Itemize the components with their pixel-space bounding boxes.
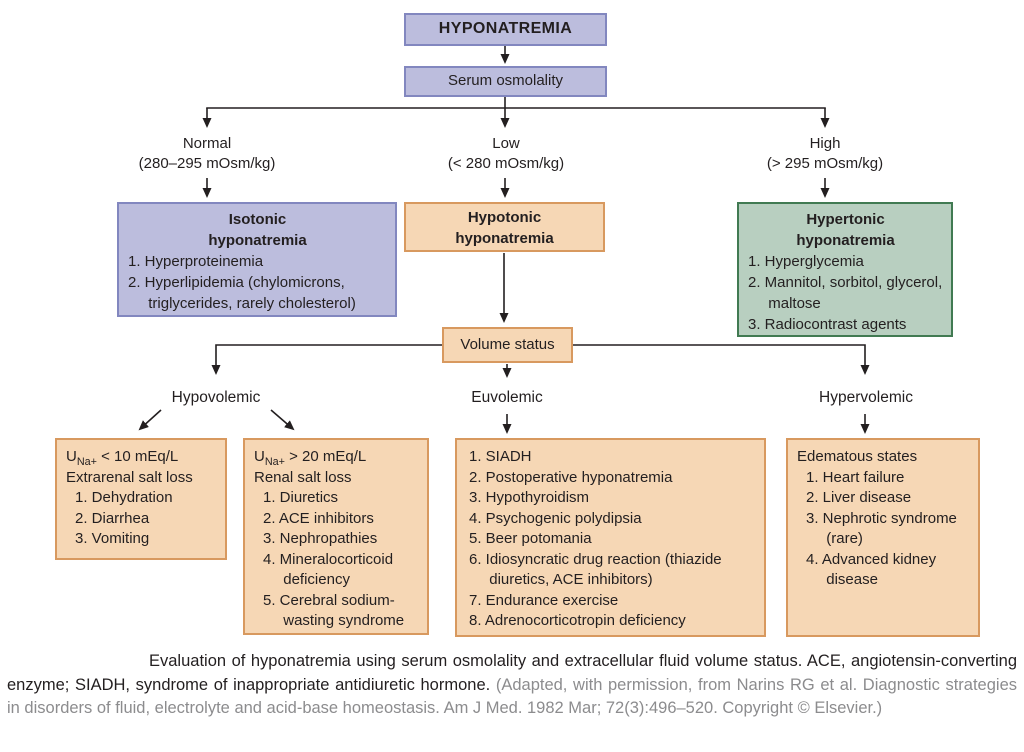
list-item: 5. Cerebral sodium-wasting syndrome	[263, 591, 405, 630]
list-item: 3. Hypothyroidism	[469, 489, 590, 506]
isotonic-title-line2: hyponatremia	[208, 232, 307, 249]
list-item: 2. Liver disease	[806, 489, 912, 506]
edematous-title: Edematous states	[797, 448, 918, 465]
extrarenal-subtitle: Extrarenal salt loss	[66, 468, 193, 486]
serum-osmolality-label: Serum osmolality	[447, 72, 564, 90]
figure-caption: Evaluation of hyponatremia using serum o…	[7, 650, 1017, 721]
list-item: 3. Nephropathies	[263, 530, 378, 547]
list-item: 2. Hyperlipidemia (chylomicrons, triglyc…	[128, 274, 356, 312]
branch-normal-range: (280–295 mOsm/kg)	[138, 155, 276, 172]
branch-low-title: Low	[492, 135, 520, 152]
list-item: 1. Heart failure	[806, 468, 905, 486]
branch-label-high: High (> 295 mOsm/kg)	[767, 134, 883, 174]
list-item: 6. Idiosyncratic drug reaction (thiazide…	[469, 550, 722, 589]
volume-branch-hypervolemic: Hypervolemic	[819, 389, 913, 406]
list-item: 3. Vomiting	[75, 530, 150, 547]
una-threshold: UNa+ < 10 mEq/L	[66, 447, 220, 468]
una-value: > 20 mEq/L	[284, 448, 367, 465]
list-item: 2. Mannitol, sorbitol, glycerol, maltose	[748, 274, 943, 312]
branch-high-range: (> 295 mOsm/kg)	[766, 155, 884, 172]
una-threshold: UNa+ > 20 mEq/L	[254, 447, 422, 468]
root-box-label: HYPONATREMIA	[438, 20, 573, 38]
list-item: 4. Psychogenic polydipsia	[469, 509, 642, 527]
list-item: 4. Mineralocorticoid deficiency	[263, 550, 394, 589]
isotonic-title-line1: Isotonic	[228, 211, 287, 228]
volume-branch-hypovolemic: Hypovolemic	[171, 389, 261, 406]
list-item: 2. Postoperative hyponatremia	[469, 468, 673, 486]
extrarenal-items: 1. Dehydration 2. Diarrhea 3. Vomiting	[75, 488, 220, 550]
list-item: 2. ACE inhibitors	[263, 509, 374, 527]
renal-salt-loss-box: UNa+ > 20 mEq/L Renal salt loss 1. Diure…	[243, 438, 429, 635]
hypotonic-title-line1: Hypotonic	[467, 209, 542, 226]
extrarenal-salt-loss-box: UNa+ < 10 mEq/L Extrarenal salt loss 1. …	[55, 438, 227, 560]
una-symbol: U	[66, 448, 77, 465]
edematous-items: 1. Heart failure 2. Liver disease 3. Nep…	[806, 468, 973, 591]
list-item: 1. SIADH	[469, 448, 532, 465]
renal-subtitle: Renal salt loss	[254, 468, 352, 486]
branch-normal-title: Normal	[182, 135, 232, 152]
root-box-hyponatremia: HYPONATREMIA	[404, 13, 607, 46]
list-item: 7. Endurance exercise	[469, 591, 619, 609]
list-item: 4. Advanced kidney disease	[806, 550, 937, 589]
list-item: 1. Hyperglycemia	[748, 253, 864, 270]
list-item: 1. Diuretics	[263, 489, 339, 506]
list-item: 5. Beer potomania	[469, 530, 592, 547]
renal-items: 1. Diuretics 2. ACE inhibitors 3. Nephro…	[263, 488, 422, 632]
una-symbol: U	[254, 448, 265, 465]
list-item: 3. Radiocontrast agents	[748, 316, 907, 333]
list-item: 1. Hyperproteinemia	[128, 253, 264, 270]
list-item: 2. Diarrhea	[75, 509, 150, 527]
una-subscript: Na+	[76, 456, 97, 468]
isotonic-hyponatremia-box: Isotonic hyponatremia 1. Hyperproteinemi…	[117, 202, 397, 317]
list-item: 1. Dehydration	[75, 489, 173, 506]
branch-high-title: High	[809, 135, 841, 152]
hypertonic-hyponatremia-box: Hypertonic hyponatremia 1. Hyperglycemia…	[737, 202, 953, 337]
hypotonic-hyponatremia-box: Hypotonic hyponatremia	[404, 202, 605, 252]
caption-credit-text: (Adapted, with permission, from Narins R…	[7, 675, 1018, 718]
una-value: < 10 mEq/L	[96, 448, 179, 465]
hypertonic-title-line1: Hypertonic	[806, 211, 885, 228]
serum-osmolality-box: Serum osmolality	[404, 66, 607, 97]
branch-low-range: (< 280 mOsm/kg)	[447, 155, 565, 172]
hypertonic-title-line2: hyponatremia	[796, 232, 895, 249]
caption-main-text: Evaluation of hyponatremia using serum o…	[7, 652, 1017, 694]
list-item: 3. Nephrotic syndrome (rare)	[806, 509, 957, 548]
volume-status-label: Volume status	[460, 335, 555, 353]
euvolemic-causes-box: 1. SIADH 2. Postoperative hyponatremia 3…	[455, 438, 766, 637]
branch-label-normal: Normal (280–295 mOsm/kg)	[139, 134, 276, 174]
hypotonic-title-line2: hyponatremia	[455, 230, 554, 247]
branch-label-low: Low (< 280 mOsm/kg)	[448, 134, 564, 174]
edematous-states-box: Edematous states 1. Heart failure 2. Liv…	[786, 438, 980, 637]
una-subscript: Na+	[264, 456, 285, 468]
volume-status-box: Volume status	[442, 327, 573, 363]
volume-branch-euvolemic: Euvolemic	[471, 389, 543, 406]
list-item: 8. Adrenocorticotropin deficiency	[469, 612, 686, 629]
